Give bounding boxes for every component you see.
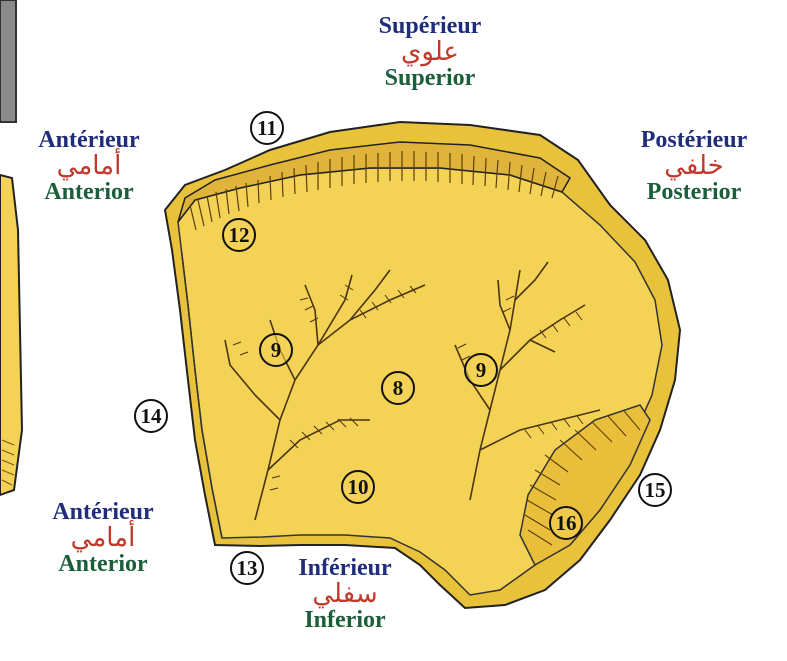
label-anterior-bottom-fr: Antérieur <box>28 500 178 525</box>
marker-14: 14 <box>134 399 168 433</box>
label-inferior-en: Inferior <box>275 608 415 633</box>
label-posterior: Postérieur خلفي Posterior <box>614 128 774 206</box>
marker-13: 13 <box>230 551 264 585</box>
label-superior-en: Superior <box>355 66 505 91</box>
label-anterior-top-ar: أمامي <box>14 153 164 180</box>
marker-10: 10 <box>341 470 375 504</box>
marker-9-left: 9 <box>259 333 293 367</box>
label-anterior-top: Antérieur أمامي Anterior <box>14 128 164 206</box>
label-posterior-ar: خلفي <box>614 153 774 180</box>
marker-16: 16 <box>549 506 583 540</box>
label-posterior-en: Posterior <box>614 180 774 205</box>
label-superior: Supérieur علوي Superior <box>355 14 505 92</box>
marker-9-right: 9 <box>464 353 498 387</box>
adjacent-bone-fragment <box>0 175 22 495</box>
left-gray-tab <box>0 0 16 122</box>
label-anterior-top-fr: Antérieur <box>14 128 164 153</box>
label-anterior-bottom: Antérieur أمامي Anterior <box>28 500 178 578</box>
label-inferior-fr: Inférieur <box>275 556 415 581</box>
label-anterior-bottom-en: Anterior <box>28 552 178 577</box>
label-superior-fr: Supérieur <box>355 14 505 39</box>
label-anterior-top-en: Anterior <box>14 180 164 205</box>
label-anterior-bottom-ar: أمامي <box>28 525 178 552</box>
marker-12: 12 <box>222 218 256 252</box>
marker-8: 8 <box>381 371 415 405</box>
marker-15: 15 <box>638 473 672 507</box>
label-posterior-fr: Postérieur <box>614 128 774 153</box>
label-superior-ar: علوي <box>355 39 505 66</box>
label-inferior: Inférieur سفلي Inferior <box>275 556 415 634</box>
marker-11: 11 <box>250 111 284 145</box>
label-inferior-ar: سفلي <box>275 581 415 608</box>
